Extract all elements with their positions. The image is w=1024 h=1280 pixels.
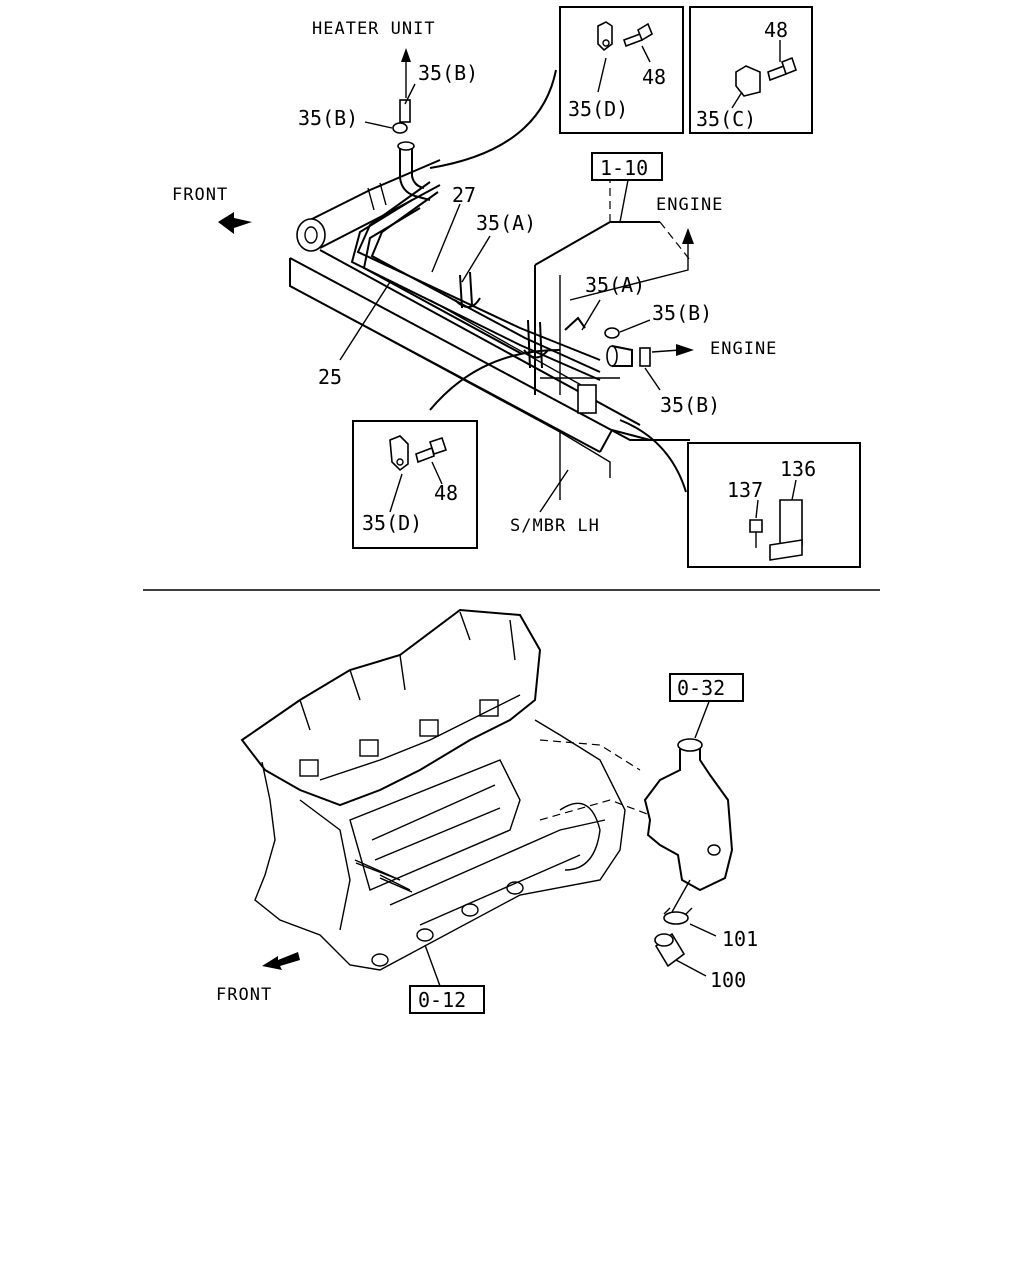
label-front-lower: FRONT (216, 985, 272, 1005)
lower-leader-lines (355, 698, 717, 987)
label-0-12: 0-12 (418, 988, 466, 1012)
label-35b-right-upper: 35(B) (652, 301, 712, 325)
detail-box-35d-bottom (352, 420, 478, 549)
ref-box-0-32 (669, 673, 744, 702)
label-25: 25 (318, 365, 342, 389)
detail-35c-bolt: 48 (764, 18, 788, 42)
label-100: 100 (710, 968, 746, 992)
upper-leader-lines (339, 48, 694, 513)
clamps-35a (454, 271, 586, 369)
ref-box-1-10 (591, 152, 663, 181)
cross-member (296, 159, 441, 252)
label-35b-top: 35(B) (418, 61, 478, 85)
label-35a-lower: 35(A) (585, 273, 645, 297)
engine-block-outline (534, 175, 691, 414)
label-engine-top: ENGINE (656, 195, 723, 215)
front-arrow-icon (262, 952, 300, 970)
detail-35d-bottom-clamp: 35(D) (362, 511, 422, 535)
label-101: 101 (722, 927, 758, 951)
label-front-upper: FRONT (172, 185, 228, 205)
detail-35d-bottom-bolt: 48 (434, 481, 458, 505)
label-engine-right: ENGINE (710, 339, 777, 359)
hose-clamp-101 (663, 907, 693, 925)
ref-box-0-12 (409, 985, 485, 1014)
label-s-mbr-lh: S/MBR LH (510, 516, 600, 536)
label-35a-upper: 35(A) (476, 211, 536, 235)
detail-box-bracket (687, 442, 861, 568)
upper-diagram: HEATER UNIT 35(B) 35(B) FRONT 27 35(A) 1… (172, 6, 861, 568)
detail-35d-top-clamp: 35(D) (568, 97, 628, 121)
detail-35d-top-bolt: 48 (642, 65, 666, 89)
detail-box-35d-top (559, 6, 684, 134)
label-1-10: 1-10 (600, 156, 648, 180)
frame-side-member (289, 249, 690, 500)
thermostat-housing (643, 738, 734, 913)
label-heater-unit: HEATER UNIT (312, 19, 436, 39)
hose-100 (654, 932, 686, 968)
label-0-32: 0-32 (677, 676, 725, 700)
front-arrow-icon (218, 212, 252, 234)
lower-diagram: 0-32 0-12 101 100 FRONT (216, 608, 758, 1014)
detail-35c-clamp: 35(C) (696, 107, 756, 131)
label-35b-right-lower: 35(B) (660, 393, 720, 417)
clamps-35b (364, 99, 651, 367)
label-35b-left: 35(B) (298, 106, 358, 130)
engine-block (240, 608, 626, 971)
detail-bracket-bolt: 137 (727, 478, 763, 502)
label-27: 27 (452, 183, 476, 207)
detail-bracket-part: 136 (780, 457, 816, 481)
detail-box-35c (689, 6, 813, 134)
